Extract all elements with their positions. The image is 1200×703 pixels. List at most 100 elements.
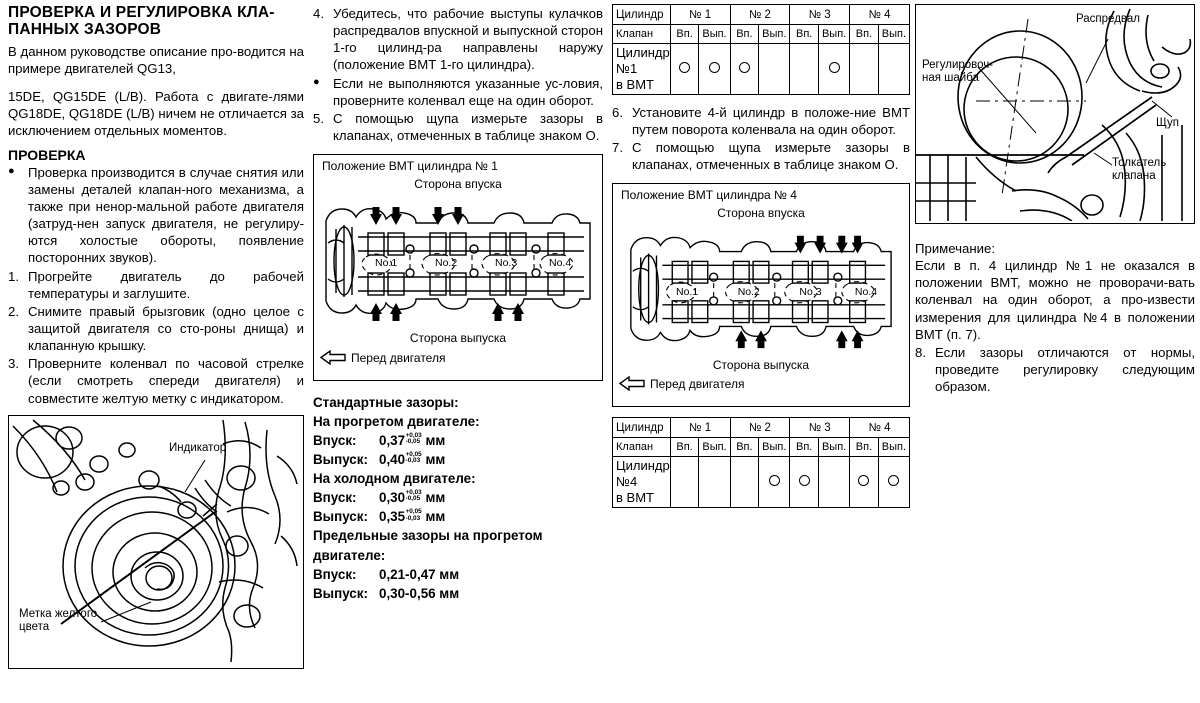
diagram1-front-indicator: Перед двигателя [314,350,602,366]
measure-mark-cell [669,43,700,95]
indicator-label: Индикатор [169,441,227,454]
step-item: 7. С помощью щупа измерьте зазоры в клапа… [612,139,910,173]
row-label-cylinder: Цилиндр [612,4,671,25]
steps-list-column-three: 6.Установите 4-й цилиндр в положе-ние ВМ… [612,104,910,174]
spec-heading-limit: Предельные зазоры на прогретом [313,528,543,544]
cylinder-header-cell: № 4 [849,417,910,439]
cold-exhaust-tolerance: +0,05-0,03 [405,507,422,522]
front-arrow-icon [619,376,645,392]
spec-cold-exhaust: Выпуск: 0,35+0,05-0,03 мм [313,507,446,525]
intake-valve-arrow-icon [432,207,444,226]
valve-header-cell: Вп. [789,24,820,44]
cylinder-label: No.3 [495,257,518,270]
step-marker: 2. [8,303,19,319]
camshaft-shim-illustration: Распредвал Регулировоч- ная шайба Щуп То… [915,4,1195,224]
valve-header-cell: Вып. [698,437,731,458]
empty-cell [849,43,879,95]
cylinder-label: No.1 [375,257,398,270]
spec-limit-intake: Впуск: 0,21-0,47 мм [313,566,460,582]
spec-cold-intake: Впуск: 0,30+0,03-0,05 мм [313,488,446,506]
exhaust-valve-arrow-icon [512,303,524,322]
steps-list-column-two: 4.Убедитесь, что рабочие выступы кулачко… [313,5,603,144]
valve-header-cell: Вп. [669,437,700,458]
cylinder-label: No.2 [737,286,760,299]
note-text: Если в п. 4 цилиндр №1 не оказался в пол… [915,258,1195,342]
row-label-line: №1 [616,60,638,76]
spec-heading-limit2: двигателе: [313,547,386,563]
valve-header-cell: Вып. [758,24,791,44]
measure-mark-cell [877,456,911,508]
valve-header-cell: Вып. [698,24,731,44]
measure-mark-cell [729,43,760,95]
diagram2-intake-side-label: Сторона впуска [717,206,805,221]
row-label-cylinder: Цилиндр [612,417,671,439]
column-two: 4.Убедитесь, что рабочие выступы кулачко… [313,4,603,603]
valve-header-cell: Вп. [849,437,879,458]
exhaust-valve-arrow-icon [755,330,767,349]
diagram1-valve-arrows [370,207,524,322]
row-label-line: Цилиндр [616,45,670,60]
measure-mark-cell [758,456,791,508]
measure-mark-cell [818,43,851,95]
tdc-diagram-cylinder-4: Положение ВМТ цилиндра № 4 Сторона впуск… [612,183,910,408]
cylinder-head-drawing-1 [325,208,591,315]
intake-valve-arrow-icon [814,235,827,254]
spec-limit-exhaust: Выпуск: 0,30-0,56 мм [313,585,460,601]
diagram1-intake-side-label: Сторона впуска [414,177,502,192]
valve-header-cell: Вып. [818,24,851,44]
diagram2-title: Положение ВМТ цилиндра № 4 [621,188,797,203]
valve-header-cell: Вп. [729,24,760,44]
cylinder-header-cell: № 1 [669,4,731,25]
step-text: Проверните коленвал по часовой стрелке (… [28,356,304,406]
diagram1-front-label: Перед двигателя [351,350,446,365]
step-marker: ● [313,75,320,88]
page-title-line1: ПРОВЕРКА И РЕГУЛИРОВКА КЛА- [8,4,275,21]
step-8-text: Если зазоры отличаются от нормы, проведи… [935,344,1195,395]
row-label-valve: Клапан [612,24,671,44]
step-text: С помощью щупа измерьте зазоры в клапана… [632,139,910,173]
intro-paragraph-1: В данном руководстве описание про-водитс… [8,43,304,76]
step-text: Установите 4-й цилиндр в положе-ние ВМТ … [632,104,910,137]
step-item: 6.Установите 4-й цилиндр в положе-ние ВМ… [612,104,910,138]
empty-cell [877,43,911,95]
measure-mark-cell [849,456,879,508]
step-item: 1.Прогрейте двигатель до рабочей темпера… [8,268,304,302]
row-label-line: в ВМТ [616,489,654,505]
step-item: 5.С помощью щупа измерьте зазоры в клапа… [313,110,603,144]
cylinder-header-cell: № 3 [789,417,851,439]
diagram2-exhaust-side-label: Сторона выпуска [712,358,810,373]
empty-cell [729,456,760,508]
intake-valve-arrow-icon [370,207,382,226]
step-text: Прогрейте двигатель до рабочей температу… [28,268,304,301]
spec-heading-cold: На холодном двигателе: [313,471,476,487]
intake-valve-arrow-icon [794,235,807,254]
cylinder-header-cell: № 3 [789,4,851,25]
crankshaft-pulley-drawing [12,419,298,662]
cold-intake-tolerance: +0,03-0,05 [405,488,422,503]
circle-mark-icon [798,475,810,487]
exhaust-valve-arrow-icon [390,303,402,322]
yellow-mark-label: Метка желтого цвета [19,607,98,633]
step-text: Снимите правый брызговик (одно целое с з… [28,303,304,354]
step-marker: 3. [8,356,19,372]
spec-warm-exhaust: Выпуск: 0,40+0,05-0,03 мм [313,450,446,468]
step-8: 8. Если зазоры отличаются от нормы, пров… [915,344,1195,395]
valve-header-cell: Вп. [789,437,820,458]
empty-cell [669,456,700,508]
valve-lifter-label: Толкатель клапана [1112,157,1167,183]
exhaust-valve-arrow-icon [835,330,848,349]
valve-header-cell: Вып. [877,24,911,44]
step-marker: 7. [612,139,623,155]
step-marker: 4. [313,6,324,21]
spec-heading-standard: Стандартные зазоры: [313,395,459,411]
intake-valve-arrow-icon [835,235,848,254]
